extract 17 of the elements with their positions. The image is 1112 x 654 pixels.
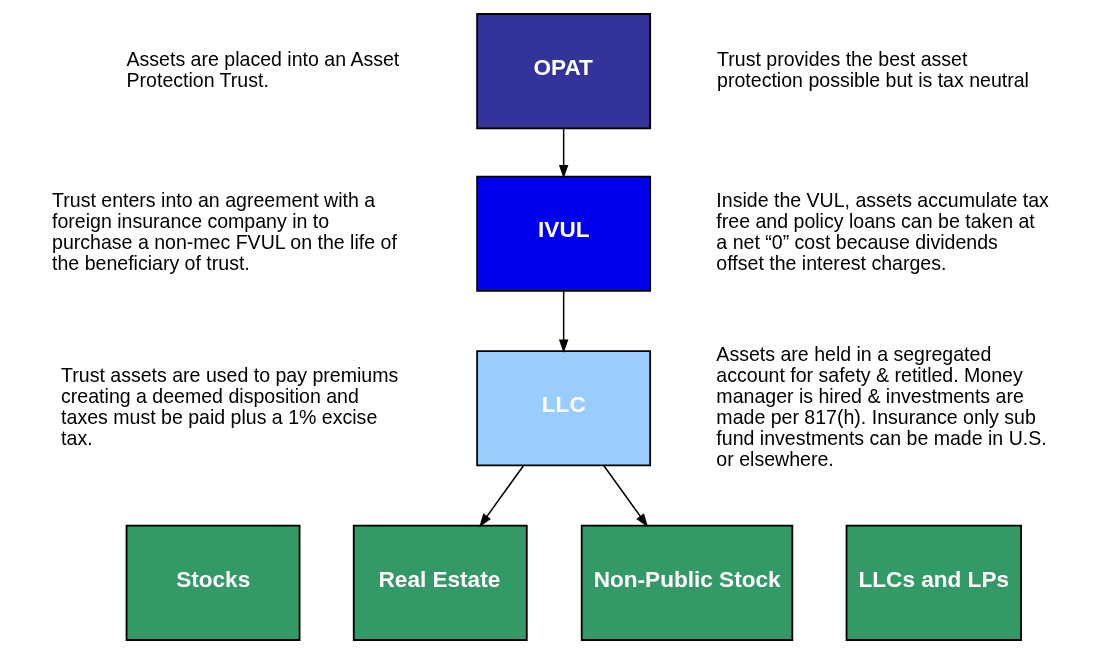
node-label: Trust provides the best asset protection possible but is tax neutral: [716, 47, 1029, 91]
node-box: LLC: [475, 350, 651, 467]
node-box: Real Estate: [352, 524, 528, 641]
label: Trust enters into an agreement with a foreign insurance company in to purchase a non-mec FVUL on the life of the beneficiary of trust.: [51, 189, 397, 275]
node-box: OPAT: [475, 13, 651, 130]
arrow: [602, 464, 648, 528]
arrow: [558, 127, 568, 179]
node-box: Non-Public Stock: [580, 524, 793, 641]
label: Assets are placed into an Asset Protection Trust.: [126, 47, 399, 91]
node-box: LLCs and LPs: [845, 524, 1022, 641]
node-label: Assets are held in a segregated account for safety & retitled. Money manager is hired & investments are made per 817(h). Insurance only sub fund investments can be made in U.S. or elsewhere.: [715, 342, 1047, 471]
arrow: [558, 290, 568, 353]
arrow: [478, 464, 524, 528]
label: Trust assets are used to pay premiums creating a deemed disposition and taxes must be paid plus a 1% excise tax.: [60, 363, 398, 449]
node-box: IVUL: [475, 175, 651, 292]
node-box: Stocks: [125, 524, 300, 641]
node-label: Inside the VUL, assets accumulate tax free and policy loans can be taken at a net “0” cost because dividends offset the interest charges.: [715, 189, 1049, 275]
